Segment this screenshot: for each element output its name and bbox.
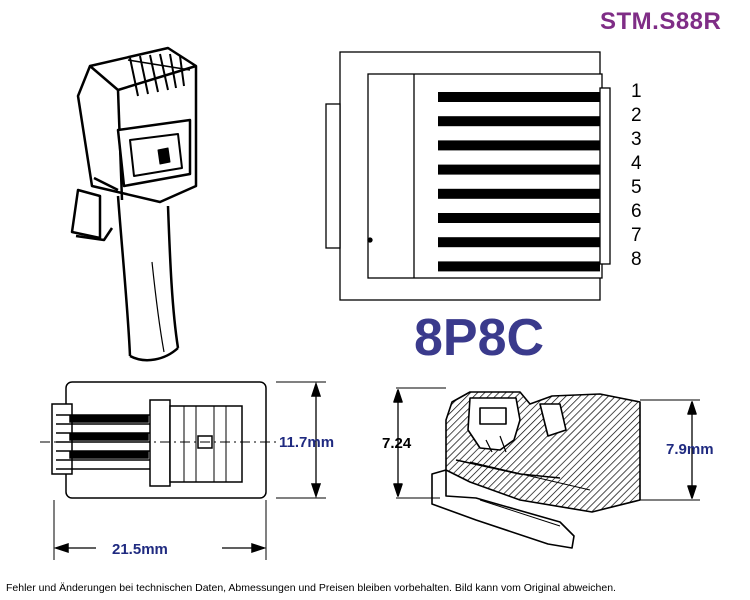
contact-bar bbox=[438, 261, 600, 272]
pin-number: 5 bbox=[631, 177, 642, 198]
pin-number: 4 bbox=[631, 153, 642, 174]
contact-bar bbox=[438, 237, 600, 248]
pin-number: 2 bbox=[631, 105, 642, 126]
product-code: STM.S88R bbox=[600, 8, 722, 35]
pin-number: 8 bbox=[631, 249, 642, 270]
plug-cross-section-drawing bbox=[393, 387, 700, 549]
dimension-total-height-label: 7.9mm bbox=[666, 441, 714, 458]
dimension-length-label: 21.5mm bbox=[112, 541, 168, 558]
disclaimer-text: Fehler und Änderungen bei technischen Da… bbox=[6, 582, 616, 594]
plug-top-view-drawing bbox=[40, 381, 326, 560]
dimension-side-height-label: 7.24 bbox=[382, 435, 412, 452]
contact-bar bbox=[438, 92, 600, 102]
plug-perspective-drawing bbox=[70, 46, 198, 362]
pin-number: 7 bbox=[631, 225, 642, 246]
contact-bar bbox=[438, 164, 600, 175]
contact-bar bbox=[438, 140, 600, 151]
pin-number: 1 bbox=[631, 81, 642, 102]
contact-bar bbox=[438, 188, 600, 199]
pin-number: 3 bbox=[631, 129, 642, 150]
contact-bars bbox=[438, 92, 600, 272]
connector-type-label: 8P8C bbox=[414, 309, 545, 367]
contact-bar bbox=[438, 213, 600, 223]
pin-number: 6 bbox=[631, 201, 642, 222]
contact-bar bbox=[438, 116, 600, 127]
dimension-height-label: 11.7mm bbox=[279, 434, 335, 451]
